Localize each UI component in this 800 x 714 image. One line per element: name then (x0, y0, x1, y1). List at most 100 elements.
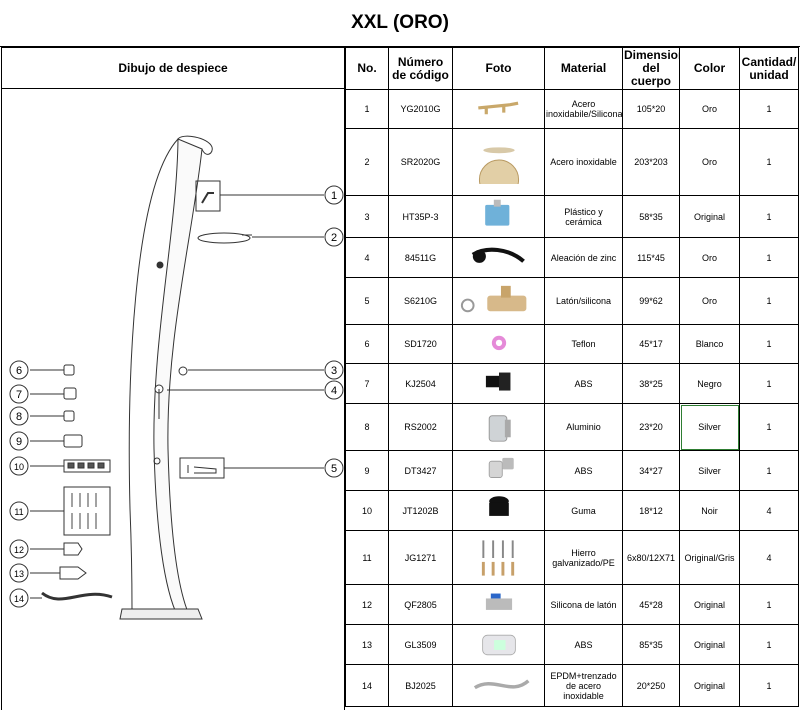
cell-no: 5 (345, 277, 389, 325)
callout-number: 4 (331, 385, 337, 397)
cell-qty: 1 (739, 664, 799, 707)
cell-code: RS2002 (388, 403, 453, 451)
callout-circle (324, 458, 344, 478)
callout-circle (324, 360, 344, 380)
cell-material: Acero inoxidable (544, 128, 623, 196)
callout-number: 7 (16, 389, 22, 401)
cell-qty: 1 (739, 237, 799, 278)
cell-material: Aleación de zinc (544, 237, 623, 278)
cell-code: JG1271 (388, 530, 453, 585)
shower-column-back (128, 138, 179, 618)
cell-color: Oro (679, 89, 740, 129)
cell-dims: 34*27 (622, 450, 680, 491)
col-header-photo: Foto (452, 47, 545, 90)
part13-sketch (59, 566, 87, 580)
cell-qty: 1 (739, 363, 799, 404)
cell-dims: 58*35 (622, 195, 680, 238)
cell-code: S6210G (388, 277, 453, 325)
cell-color: Original (679, 664, 740, 707)
cell-qty: 1 (739, 584, 799, 625)
filter-icon (482, 634, 516, 655)
cell-code: HT35P-3 (388, 195, 453, 238)
part6-sketch (63, 364, 75, 376)
cell-dims: 18*12 (622, 490, 680, 531)
braided-hose-icon (473, 678, 530, 689)
col-header-no: No. (345, 47, 389, 90)
callout-number: 3 (331, 365, 337, 377)
faucet-spout-icon (478, 101, 519, 114)
cell-code: DT3427 (388, 450, 453, 491)
callout-number: 14 (14, 594, 24, 604)
col-header-material: Material (544, 47, 623, 90)
quick-coupler-icon (488, 457, 514, 478)
cell-material: Acero inoxidabile/Silicona (544, 89, 623, 129)
teflon-tape-icon (491, 335, 507, 350)
diagram-header: Dibujo de despiece (1, 47, 345, 89)
threaded-adapter-icon (488, 414, 511, 442)
callout-number: 13 (14, 569, 24, 579)
cell-qty: 1 (739, 624, 799, 665)
cell-color: Original (679, 195, 740, 238)
cell-material: Latón/silicona (544, 277, 623, 325)
part3-sketch (178, 366, 188, 376)
col-header-qty: Cantidad/ unidad (739, 47, 799, 90)
callout-circle (9, 431, 29, 451)
cell-color[interactable]: Silver (679, 403, 740, 451)
cell-qty: 1 (739, 195, 799, 238)
cell-photo (452, 195, 545, 238)
part14-sketch (41, 591, 113, 601)
shower-column-outline (153, 138, 203, 618)
cell-dims: 23*20 (622, 403, 680, 451)
cell-code: KJ2504 (388, 363, 453, 404)
callout-number: 9 (16, 436, 22, 448)
cell-material: Aluminio (544, 403, 623, 451)
screw-anchor-set-icon (481, 539, 515, 576)
cell-code: YG2010G (388, 89, 453, 129)
cell-color: Noir (679, 490, 740, 531)
cell-qty: 1 (739, 403, 799, 451)
col-header-dims: Dimensiones del cuerpo (622, 47, 680, 90)
callout-number: 12 (14, 545, 24, 555)
callout-circle (9, 563, 29, 583)
cell-material: Hierro galvanizado/PE (544, 530, 623, 585)
cell-no: 7 (345, 363, 389, 404)
part9-sketch (63, 434, 83, 448)
cell-photo (452, 89, 545, 129)
cell-code: SD1720 (388, 324, 453, 364)
cell-dims: 38*25 (622, 363, 680, 404)
cell-material: EPDM+trenzado de acero inoxidable (544, 664, 623, 707)
cell-photo (452, 584, 545, 625)
cell-material: ABS (544, 450, 623, 491)
column-hole-top (156, 261, 164, 269)
cell-photo (452, 363, 545, 404)
rubber-foot-icon (489, 495, 509, 516)
cell-no: 3 (345, 195, 389, 238)
cell-no: 8 (345, 403, 389, 451)
callout-number: 5 (331, 463, 337, 475)
cell-photo (452, 450, 545, 491)
part8-sketch (63, 410, 75, 422)
cell-material: Plástico y cerámica (544, 195, 623, 238)
cell-material: Teflon (544, 324, 623, 364)
shower-head-sketch (197, 232, 251, 244)
ball-valve-icon (485, 593, 513, 610)
callout-circle (9, 539, 29, 559)
spout-box (195, 180, 221, 212)
callout-number: 10 (14, 462, 24, 472)
hose-connector-icon (485, 372, 511, 391)
cell-qty: 1 (739, 128, 799, 196)
cell-color: Original (679, 584, 740, 625)
cell-qty: 1 (739, 324, 799, 364)
cell-no: 1 (345, 89, 389, 129)
callout-circle (9, 456, 29, 476)
cell-color: Negro (679, 363, 740, 404)
cell-dims: 99*62 (622, 277, 680, 325)
parts-table: No. Número de código Foto Material Dimen… (345, 47, 799, 707)
cell-code: QF2805 (388, 584, 453, 625)
